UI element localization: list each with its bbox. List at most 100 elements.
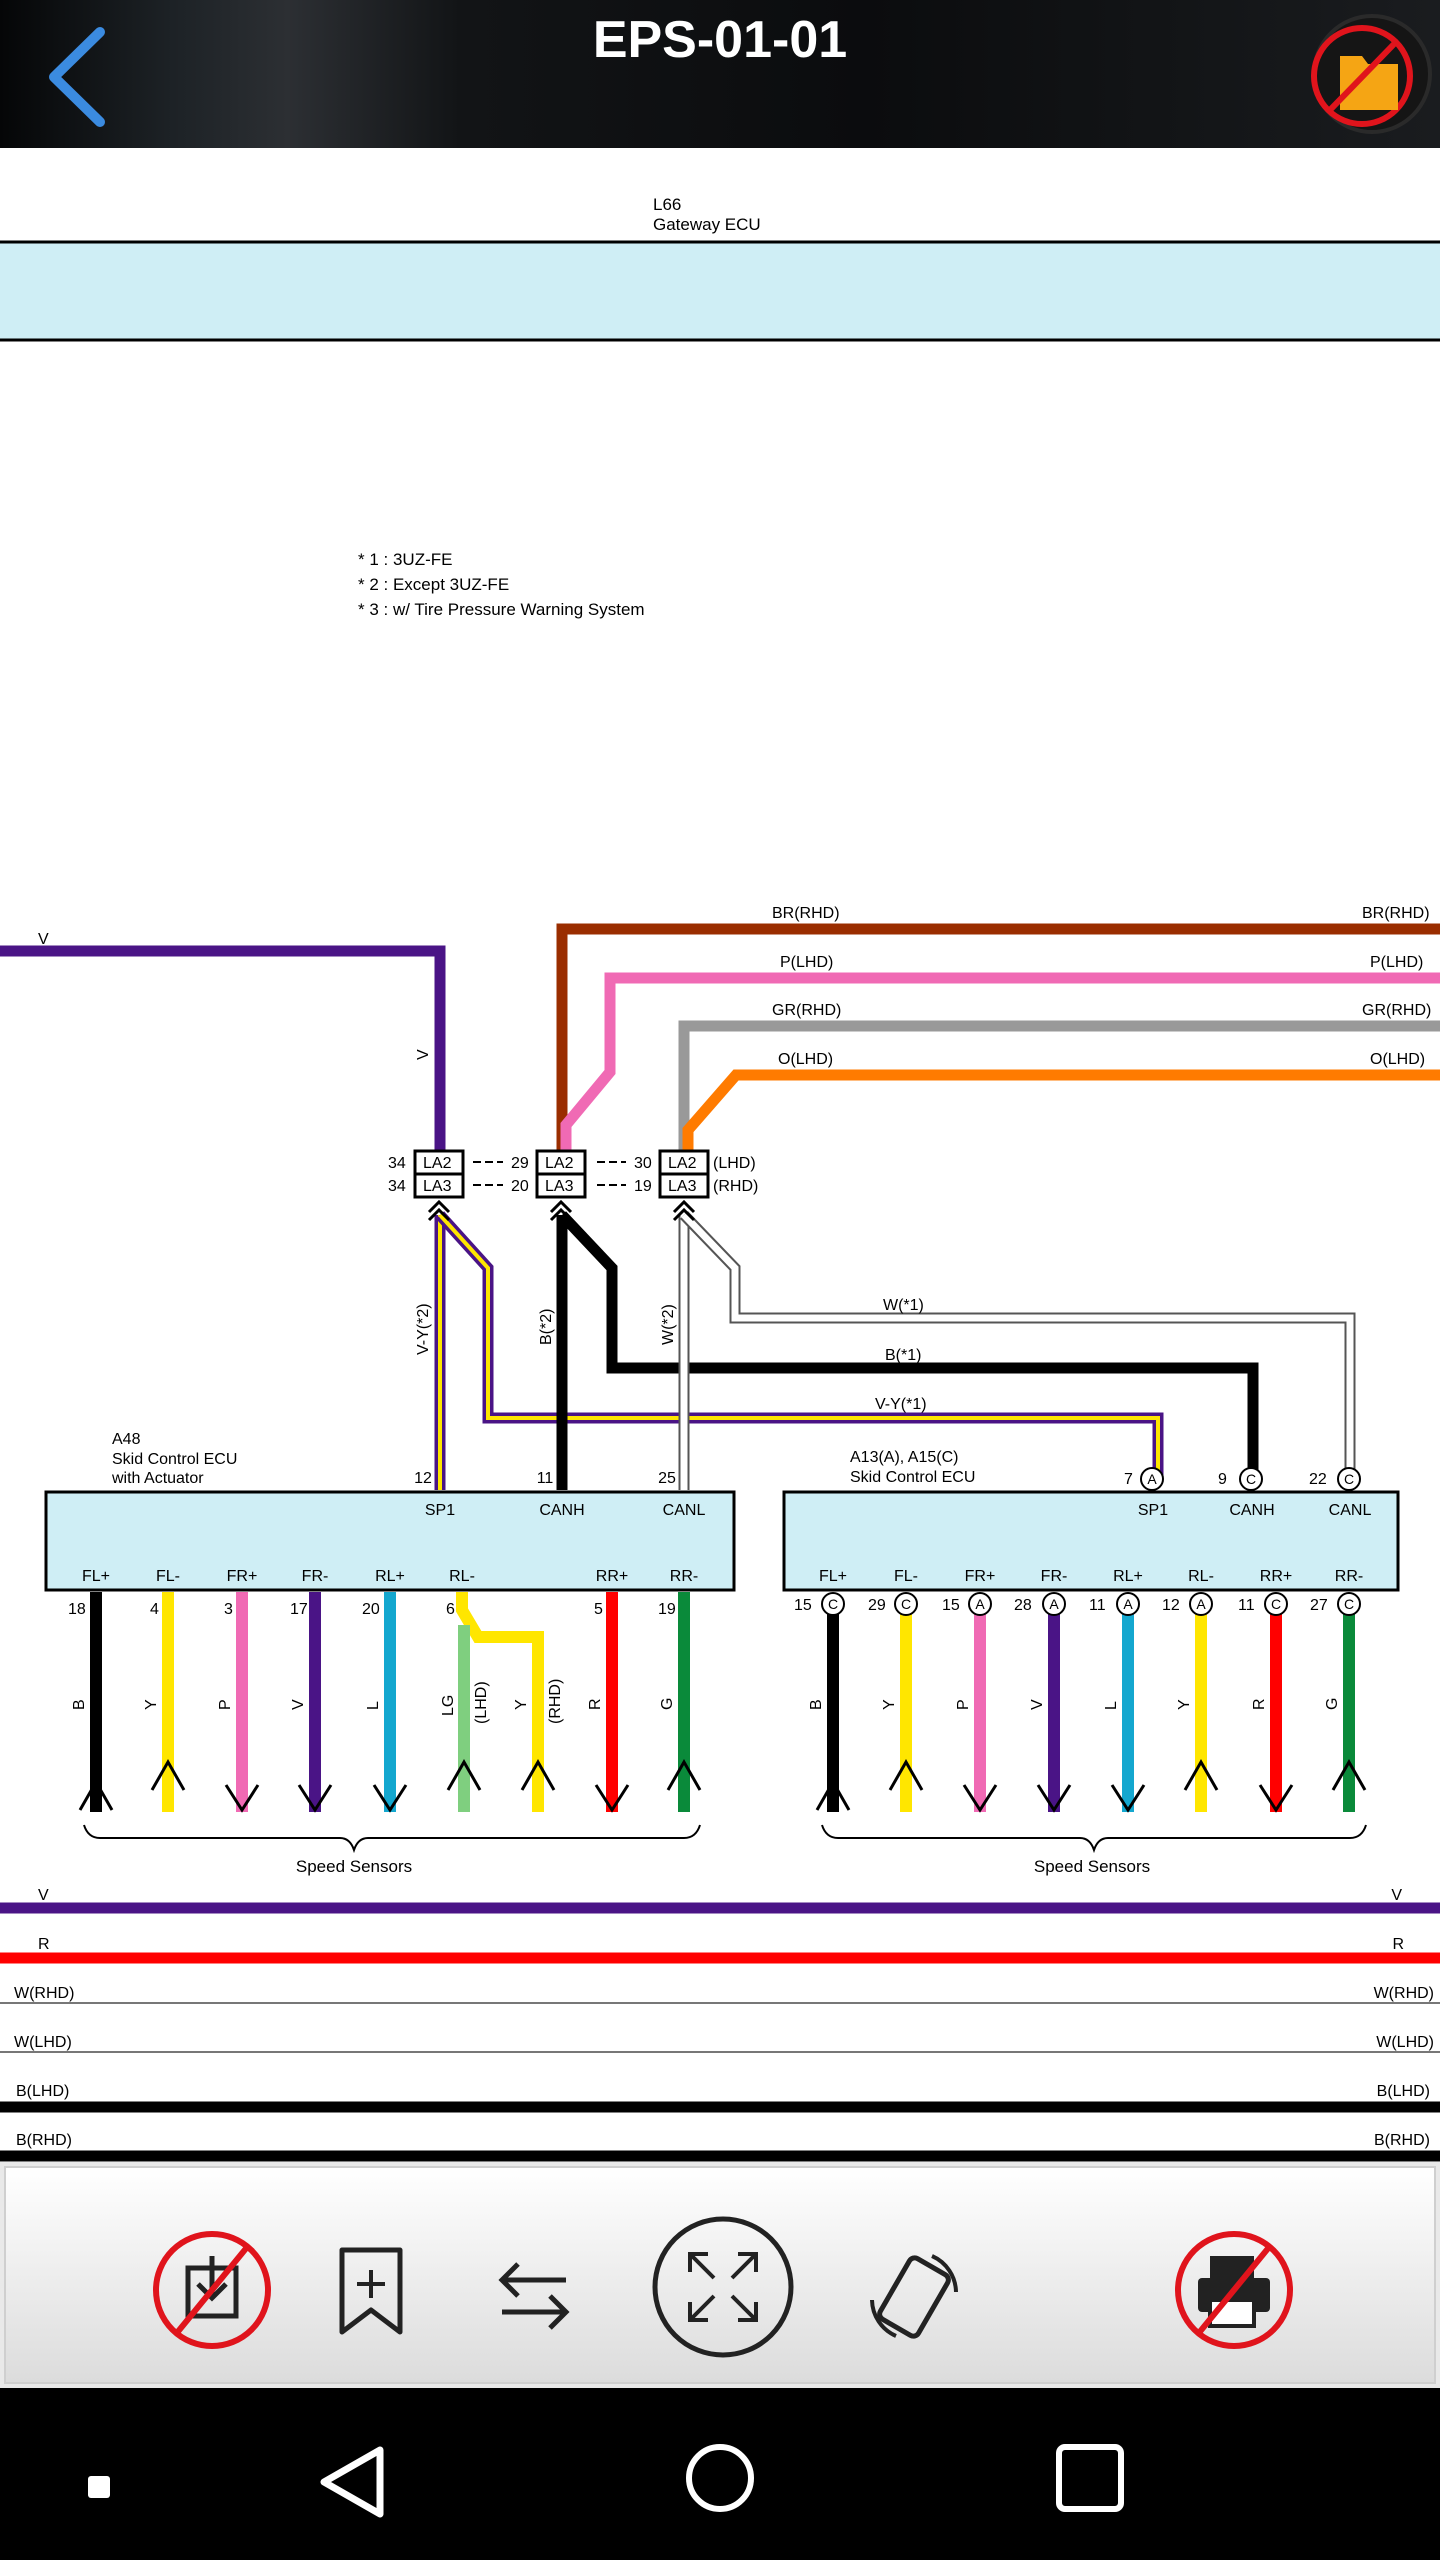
fit-screen-button[interactable] xyxy=(650,2214,796,2360)
label-b2: B(*2) xyxy=(538,1309,555,1345)
gateway-code: L66 xyxy=(653,195,681,214)
nav-menu-button[interactable] xyxy=(88,2476,112,2500)
bookmark-add-icon xyxy=(339,2247,403,2335)
download-button[interactable] xyxy=(150,2228,274,2352)
a13-sp1: SP1 xyxy=(1138,1502,1168,1519)
home-circle-icon xyxy=(686,2444,754,2512)
wire-o xyxy=(682,1069,1440,1158)
bus-w-lhd-left: W(LHD) xyxy=(14,2034,72,2051)
bus-lines xyxy=(0,1902,1440,2162)
wire-p xyxy=(560,972,1440,1158)
a48-wire-p: P xyxy=(217,1699,234,1710)
a48-canl: CANL xyxy=(663,1502,706,1519)
a48-pin-4: 4 xyxy=(150,1601,159,1618)
add-bookmark-button[interactable] xyxy=(336,2246,406,2338)
a48-fr-plus: FR+ xyxy=(227,1568,258,1585)
ecu-a13-code: A13(A), A15(C) xyxy=(850,1449,958,1466)
a48-wire-g: G xyxy=(659,1698,676,1710)
middle-wires xyxy=(434,1211,1356,1490)
a13-fr-minus: FR- xyxy=(1041,1568,1068,1585)
pin-20: 20 xyxy=(511,1178,529,1195)
folder-disabled-button[interactable] xyxy=(1310,12,1434,136)
a13-pin-11: 11 xyxy=(1089,1597,1106,1614)
label-v-left: V xyxy=(38,931,49,948)
a13-top-pin-9: 9 xyxy=(1218,1471,1227,1488)
a13-conn-7: C xyxy=(1271,1596,1281,1612)
page-title: EPS-01-01 xyxy=(592,11,848,69)
a13-conn-4: A xyxy=(1049,1596,1059,1612)
bus-b-lhd-right: B(LHD) xyxy=(1377,2083,1430,2100)
junction-la2-mid: LA2 xyxy=(545,1155,574,1172)
a13-wire-r: R xyxy=(1251,1698,1268,1710)
label-vy2: V-Y(*2) xyxy=(415,1303,432,1355)
pin-19: 19 xyxy=(634,1178,652,1195)
junction-rhd: (RHD) xyxy=(713,1178,758,1195)
a48-pin-17: 17 xyxy=(290,1601,308,1618)
print-button[interactable] xyxy=(1172,2228,1296,2352)
pin-29: 29 xyxy=(511,1155,529,1172)
bus-w-rhd-right: W(RHD) xyxy=(1374,1985,1434,2002)
a13-conn-5: A xyxy=(1123,1596,1133,1612)
a48-wire-r: R xyxy=(587,1698,604,1710)
a48-fl-plus: FL+ xyxy=(82,1568,110,1585)
swap-button[interactable] xyxy=(494,2256,574,2336)
wiring-diagram-svg: L66 Gateway ECU * 1 : 3UZ-FE * 2 : Excep… xyxy=(0,195,1440,2162)
a48-pin-5: 5 xyxy=(594,1601,603,1618)
nav-recents-button[interactable] xyxy=(1054,2442,1126,2514)
wiring-diagram[interactable]: L66 Gateway ECU * 1 : 3UZ-FE * 2 : Excep… xyxy=(0,148,1440,2162)
label-v-vertical: V xyxy=(415,1049,432,1060)
bottom-toolbar xyxy=(0,2162,1440,2388)
a48-wire-v: V xyxy=(290,1699,307,1710)
back-button[interactable] xyxy=(40,22,130,132)
label-p-lhd: P(LHD) xyxy=(780,954,833,971)
a13-pin-15b: 15 xyxy=(942,1597,960,1614)
a13-fl-minus: FL- xyxy=(894,1568,918,1585)
label-o-lhd: O(LHD) xyxy=(778,1051,833,1068)
ecu-a48-name-2: with Actuator xyxy=(111,1470,204,1487)
a48-pin-20: 20 xyxy=(362,1601,380,1618)
a48-rl-minus: RL- xyxy=(449,1568,475,1585)
a13-conn-1: C xyxy=(828,1596,838,1612)
small-square-icon xyxy=(88,2476,110,2498)
a48-top-pin-25: 25 xyxy=(658,1470,676,1487)
wire-gr xyxy=(678,1020,1440,1158)
label-o-lhd-right: O(LHD) xyxy=(1370,1051,1425,1068)
label-gr-rhd-right: GR(RHD) xyxy=(1362,1002,1431,1019)
nav-back-button[interactable] xyxy=(314,2442,388,2522)
label-br-rhd: BR(RHD) xyxy=(772,905,840,922)
label-w1: W(*1) xyxy=(883,1297,924,1314)
nav-home-button[interactable] xyxy=(684,2442,756,2514)
junction-la3-right: LA3 xyxy=(668,1178,697,1195)
wire-br xyxy=(556,923,1440,1158)
a13-conn-a-sp1: A xyxy=(1147,1471,1157,1487)
a48-top-pin-11: 11 xyxy=(537,1470,554,1487)
bus-r-right: R xyxy=(1392,1936,1404,1953)
a48-wire-y: Y xyxy=(143,1699,160,1710)
a48-rhd: (RHD) xyxy=(547,1679,564,1724)
a13-wire-l: L xyxy=(1103,1701,1120,1710)
a13-pin-15: 15 xyxy=(794,1597,812,1614)
a48-fl-minus: FL- xyxy=(156,1568,180,1585)
a13-canl: CANL xyxy=(1329,1502,1372,1519)
bus-r-left: R xyxy=(38,1936,50,1953)
rotate-screen-button[interactable] xyxy=(862,2244,966,2348)
a13-canh: CANH xyxy=(1229,1502,1274,1519)
note-3: * 3 : w/ Tire Pressure Warning System xyxy=(358,600,645,619)
download-disabled-icon xyxy=(153,2231,271,2349)
note-1: * 1 : 3UZ-FE xyxy=(358,550,452,569)
a13-fl-plus: FL+ xyxy=(819,1568,847,1585)
a13-rl-plus: RL+ xyxy=(1113,1568,1143,1585)
wire-v xyxy=(0,945,446,1158)
ecu-a48-code: A48 xyxy=(112,1431,141,1448)
a13-top-pin-7: 7 xyxy=(1124,1471,1133,1488)
rotate-screen-icon xyxy=(870,2254,958,2339)
bus-v-right: V xyxy=(1391,1887,1402,1904)
pin-30: 30 xyxy=(634,1155,652,1172)
a13-rl-minus: RL- xyxy=(1188,1568,1214,1585)
a13-wire-g: G xyxy=(1324,1698,1341,1710)
label-br-rhd-right: BR(RHD) xyxy=(1362,905,1430,922)
a13-pin-29: 29 xyxy=(868,1597,886,1614)
gateway-ecu-box xyxy=(0,240,1440,342)
label-w2: W(*2) xyxy=(660,1304,677,1345)
a48-wire-y2: Y xyxy=(513,1699,530,1710)
